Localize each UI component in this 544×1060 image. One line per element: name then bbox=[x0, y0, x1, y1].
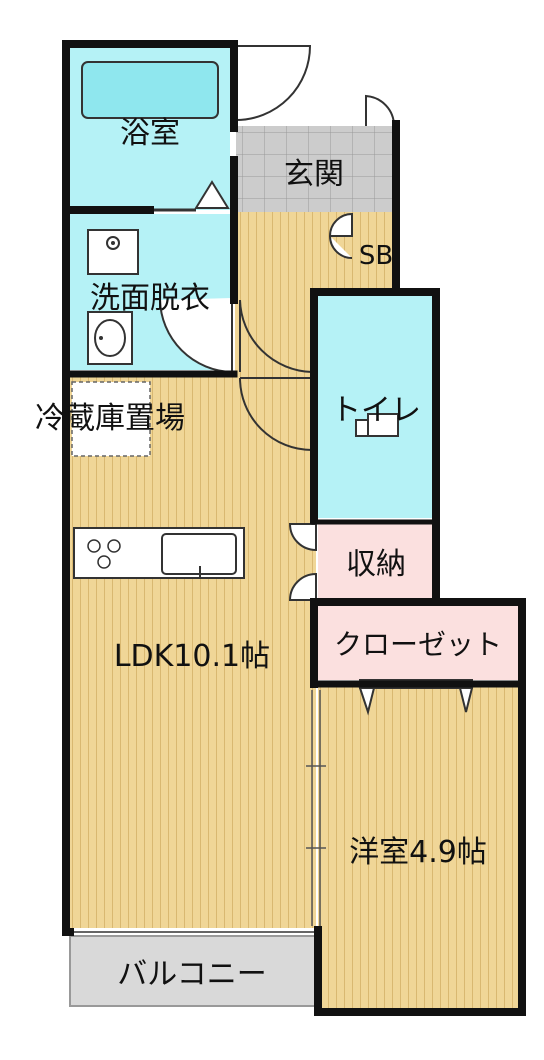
western-room-label: 洋室4.9帖 bbox=[349, 835, 487, 870]
closet-floor bbox=[318, 606, 520, 680]
walls bbox=[62, 40, 526, 1016]
fridge-space-label: 冷蔵庫置場 bbox=[35, 401, 185, 436]
storage-floor bbox=[318, 524, 434, 600]
toilet-label: トイレ bbox=[331, 393, 421, 428]
storage-label: 収納 bbox=[346, 547, 406, 582]
stove-icon bbox=[87, 539, 121, 569]
storage-doors bbox=[288, 523, 317, 601]
bath-door bbox=[152, 180, 230, 212]
wash-basin-icon bbox=[87, 311, 133, 365]
shoe-box-label: SB bbox=[359, 241, 393, 271]
fridge-space bbox=[71, 381, 151, 457]
washing-machine-icon bbox=[87, 229, 139, 275]
washroom-label: 洗面脱衣 bbox=[90, 281, 210, 316]
bathtub bbox=[81, 61, 219, 119]
ldk-label: LDK10.1帖 bbox=[114, 639, 270, 674]
sliding-partition bbox=[306, 690, 326, 926]
front-door bbox=[235, 45, 396, 127]
shoe-box-doors bbox=[328, 212, 353, 259]
hall-door bbox=[239, 299, 313, 373]
ldk-floor bbox=[70, 376, 316, 928]
kitchen-sink-icon bbox=[161, 533, 237, 578]
shoe-box-floor bbox=[352, 212, 398, 290]
western-room-floor bbox=[318, 684, 522, 1010]
toilet-icon bbox=[355, 413, 399, 437]
bath-label: 浴室 bbox=[120, 116, 180, 151]
entrance-floor bbox=[236, 126, 398, 212]
closet-label: クローゼット bbox=[334, 628, 502, 661]
ldk-door bbox=[239, 377, 313, 451]
kitchen-counter bbox=[73, 527, 245, 579]
toilet-floor bbox=[318, 296, 436, 518]
balcony-label: バルコニー bbox=[117, 957, 266, 992]
entrance-label: 玄関 bbox=[284, 157, 344, 192]
